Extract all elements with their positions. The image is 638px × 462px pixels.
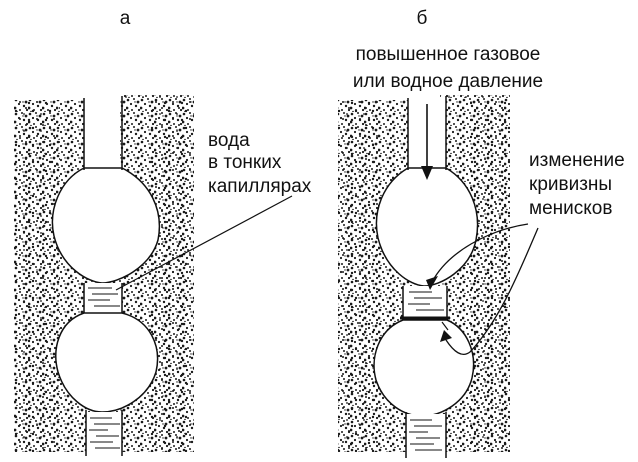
label-water-line1: вода	[208, 130, 250, 151]
panel-letter-b: б	[417, 8, 428, 29]
label-water-line2: в тонких	[208, 152, 282, 173]
label-water-line3: капиллярах	[208, 176, 312, 197]
label-meniscus-line3: менисков	[529, 198, 612, 219]
panel-letter-a: а	[120, 8, 131, 29]
label-meniscus-line2: кривизны	[529, 174, 612, 195]
panel-b-lower-pore	[374, 320, 473, 416]
panel-b-throat-water	[403, 286, 447, 318]
label-pressure-line1: повышенное газовое	[356, 44, 541, 65]
label-pressure-line2: или водное давление	[353, 71, 543, 92]
label-meniscus-line1: изменение	[529, 150, 625, 171]
